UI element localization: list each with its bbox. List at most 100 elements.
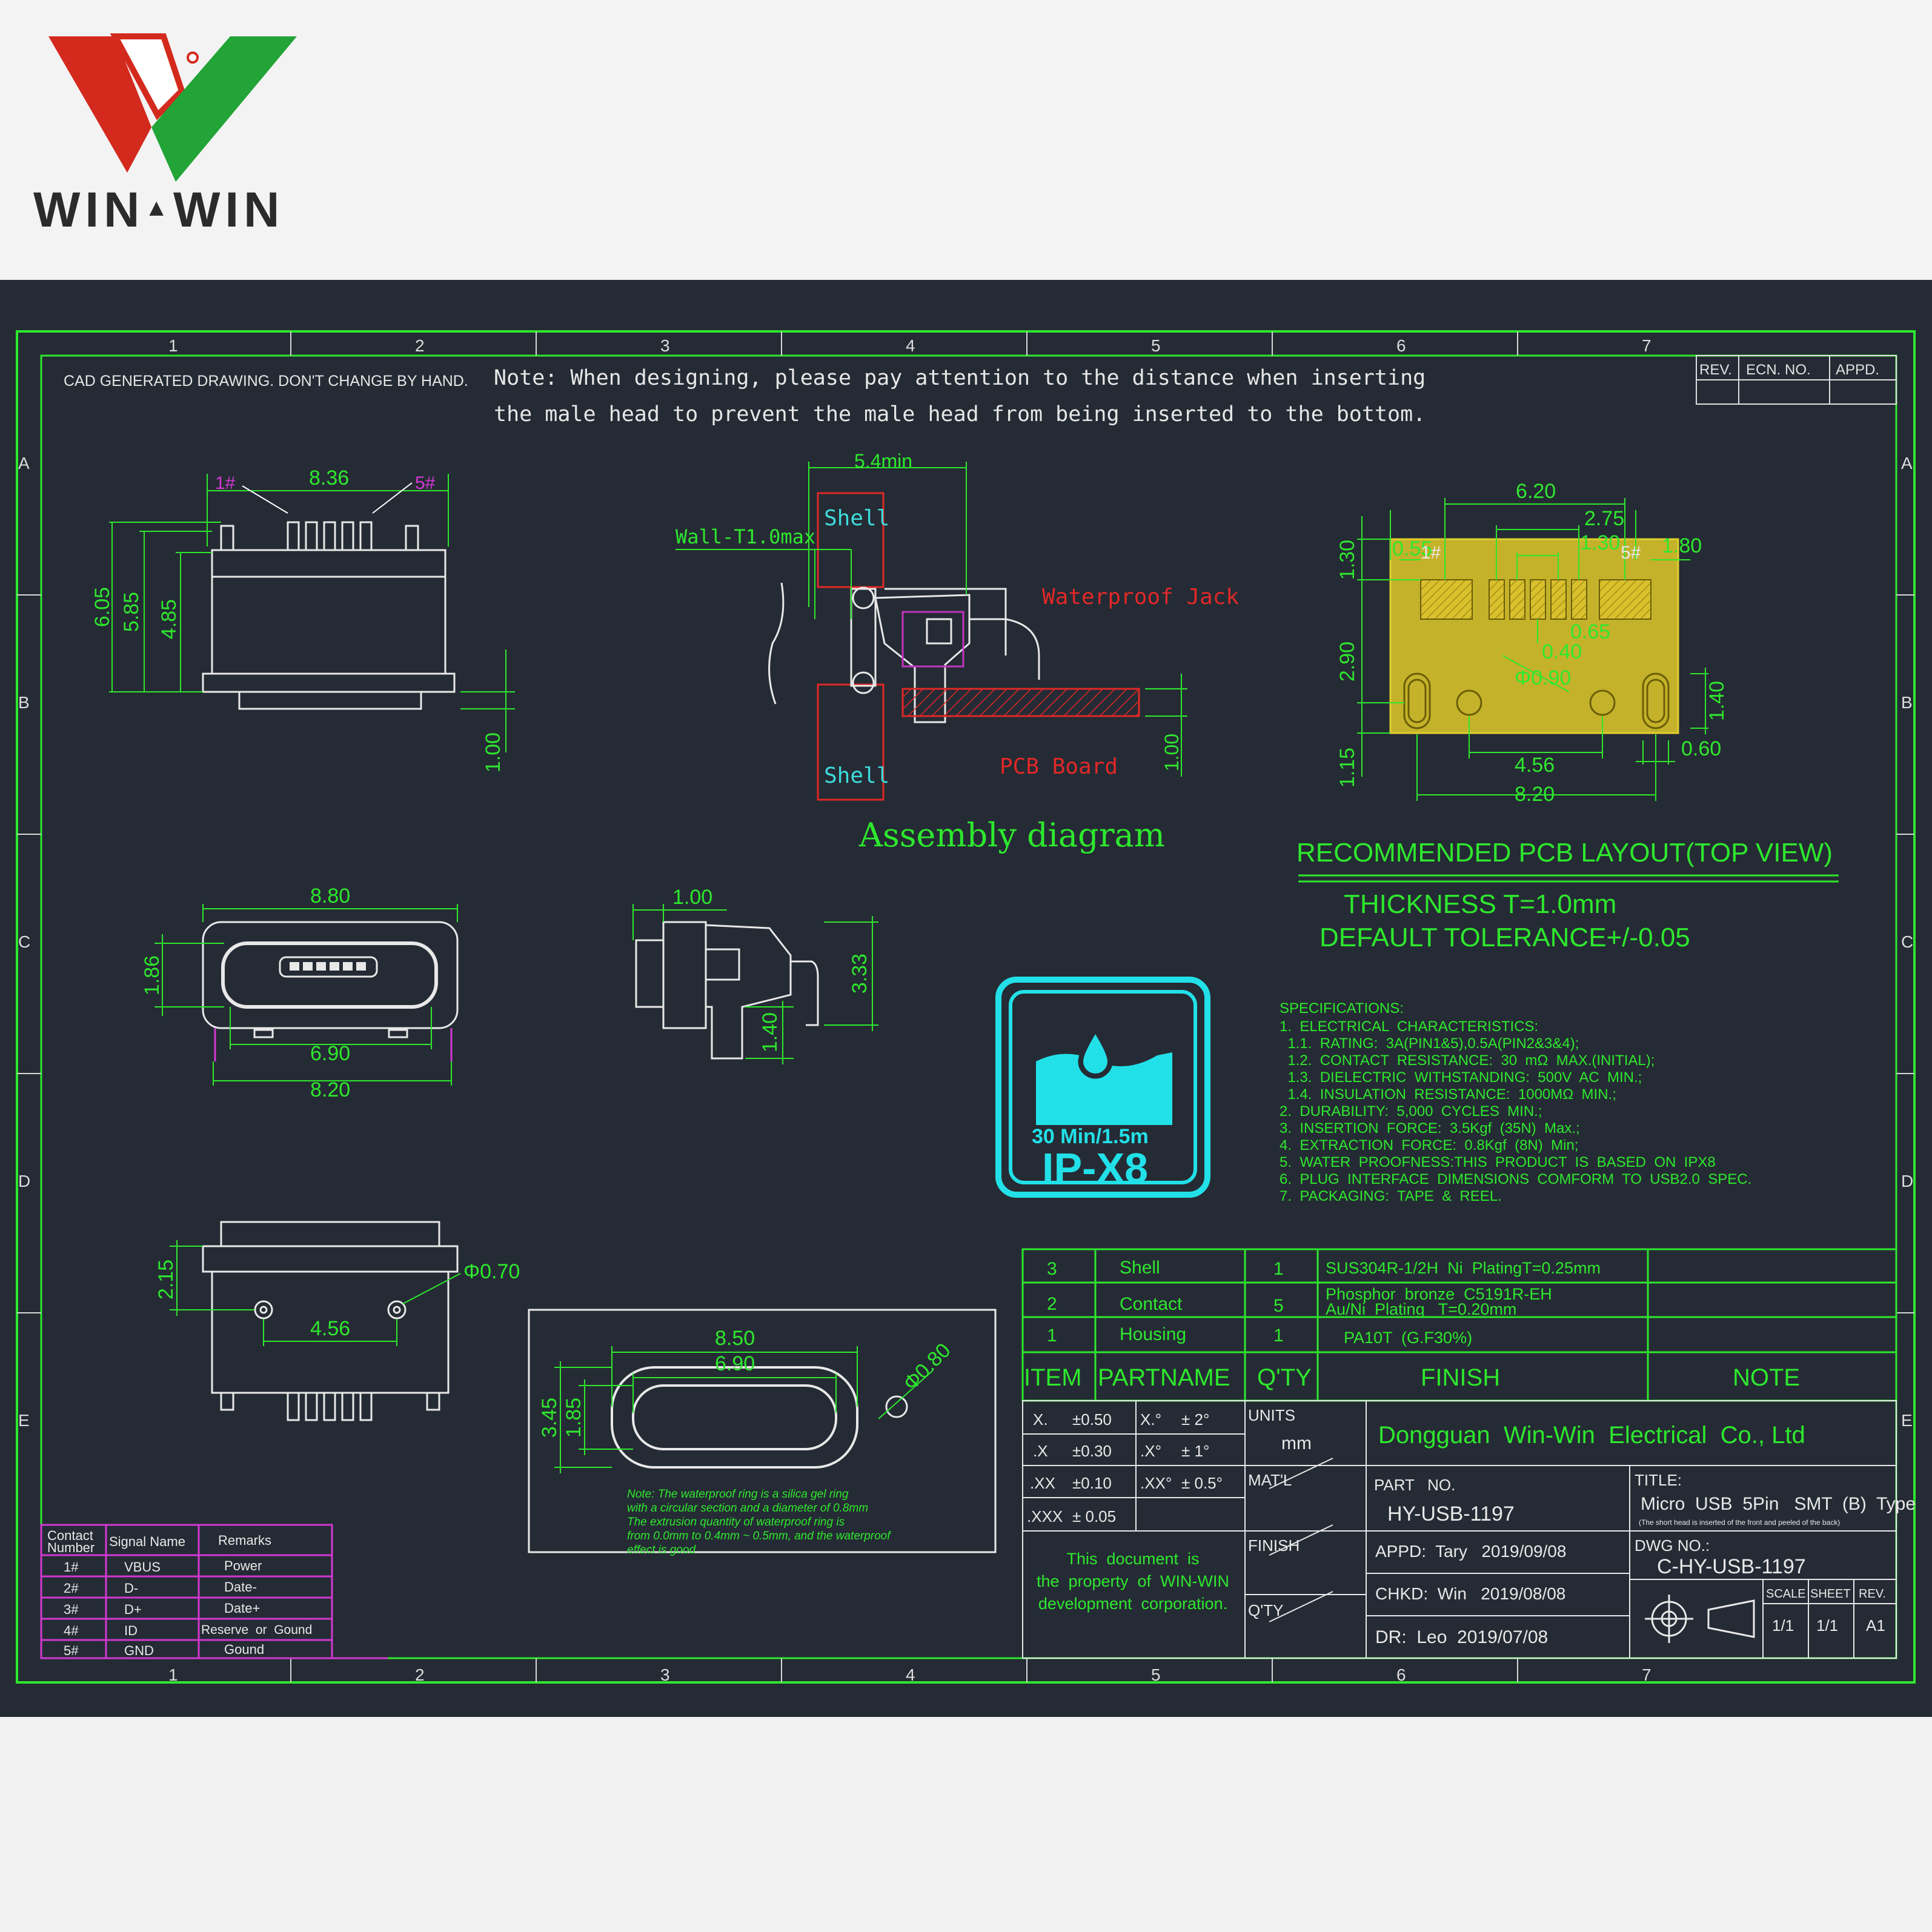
col-label-7-bottom: 7: [1642, 1665, 1651, 1684]
spec-line-3: 1.2. CONTACT RESISTANCE: 30 mΩ MAX.(INIT…: [1280, 1052, 1655, 1069]
pcb-pads: [1420, 579, 1651, 620]
design-note-line-2: the male head to prevent the male head f…: [494, 402, 1426, 427]
tolerance-note: DEFAULT TOLERANCE+/-0.05: [1320, 923, 1690, 952]
bottom-margin: [0, 1717, 1932, 1932]
spec-line-2: 1.1. RATING: 3A(PIN1&5),0.5A(PIN2&3&4);: [1280, 1035, 1579, 1052]
dim-130-h: 1.30: [1580, 531, 1620, 554]
dim-345: 3.45: [538, 1398, 561, 1438]
spec-line-7: 3. INSERTION FORCE: 3.5Kgf (35N) Max.;: [1280, 1120, 1580, 1137]
matl-label: MAT'L: [1248, 1471, 1292, 1489]
bom-header-qty: Q'TY: [1257, 1364, 1312, 1391]
dim-phi-070: Φ0.70: [463, 1260, 520, 1283]
grid-labels: 1 2 3 4 5 6 7 1 2 3 4 5 6 7 A B C D E A …: [18, 336, 1913, 1684]
col-label-6: 6: [1396, 336, 1406, 355]
projection-symbol-icon: [1645, 1595, 1755, 1643]
dim-100-side: 1.00: [672, 886, 712, 909]
dim-186: 1.86: [141, 955, 164, 995]
ring-view-drawing: 8.50 6.90 3.45 1.85 Φ0.80 Note: The wate…: [528, 1309, 997, 1556]
dim-485: 4.85: [158, 599, 181, 639]
pcb-board: [901, 688, 1140, 717]
dim-585: 5.85: [120, 592, 143, 632]
pin-number-3: 3#: [64, 1602, 79, 1617]
qty-label: Q'TY: [1248, 1601, 1283, 1619]
scale-value: 1/1: [1772, 1616, 1794, 1635]
pin-signal-3: D+: [124, 1602, 142, 1617]
spec-line-9: 5. WATER PROOFNESS:THIS PRODUCT IS BASED…: [1280, 1154, 1716, 1170]
col-label-5: 5: [1151, 336, 1161, 355]
ring-note-0: Note: The waterproof ring is a silica ge…: [627, 1488, 849, 1501]
top-view-drawing: [202, 521, 456, 710]
col-label-3: 3: [660, 336, 670, 355]
cad-note: CAD GENERATED DRAWING. DON'T CHANGE BY H…: [64, 373, 468, 390]
drawing-title: Micro USB 5Pin SMT (B) Type: [1641, 1494, 1916, 1514]
dim-100-top: 1.00: [482, 732, 505, 772]
title-block: X. ±0.50 X.° ± 2° .X ±0.30 .X° ± 1° .XX …: [1022, 1400, 1916, 1659]
dim-180: 1.80: [1662, 534, 1702, 557]
dim-140-side: 1.40: [759, 1012, 782, 1052]
tol-c-2: .XX°: [1140, 1474, 1172, 1492]
dim-836: 8.36: [309, 466, 349, 490]
outer-frame: [16, 330, 1916, 1684]
logo-red-stroke: [48, 36, 151, 173]
pin-signal-4: ID: [124, 1623, 138, 1638]
pin-signal-5: GND: [124, 1643, 154, 1658]
tol-c-1: .X°: [1140, 1442, 1161, 1460]
dim-690-ring: 6.90: [715, 1352, 755, 1375]
dim-140-pcb: 1.40: [1705, 681, 1728, 721]
top-view-leaders: [242, 482, 413, 514]
dim-115: 1.15: [1336, 748, 1359, 788]
logo-word-right: WIN: [173, 182, 285, 237]
pin-number-2: 2#: [64, 1581, 79, 1596]
col-label-4: 4: [906, 336, 915, 355]
property-line-2: development corporation.: [1038, 1595, 1227, 1613]
col-label-2-bottom: 2: [415, 1665, 425, 1684]
pin-number-1: 1#: [64, 1559, 79, 1575]
part-no-value: HY-USB-1197: [1387, 1502, 1515, 1525]
tol-b-0: ±0.50: [1072, 1410, 1112, 1429]
design-note-line-1: Note: When designing, please pay attenti…: [494, 366, 1426, 390]
units-label: UNITS: [1248, 1406, 1295, 1424]
dim-275: 2.75: [1584, 507, 1624, 530]
waterproof-jack-outline: [901, 611, 964, 668]
wall-label: Wall-T1.0max: [676, 525, 815, 548]
dwg-no-value: C-HY-USB-1197: [1657, 1555, 1806, 1578]
bottom-view-drawing: 2.15 Φ0.70 4.56: [154, 1221, 520, 1421]
win-win-logo-mark: [48, 33, 297, 182]
logo-triangle-icon: ▲: [144, 194, 173, 221]
pcb-layout-title: RECOMMENDED PCB LAYOUT(TOP VIEW): [1296, 838, 1833, 868]
dim-130-v: 1.30: [1336, 540, 1359, 580]
col-label-5-bottom: 5: [1151, 1665, 1161, 1684]
col-label-3-bottom: 3: [660, 1665, 670, 1684]
tol-b-3: ± 0.05: [1072, 1507, 1116, 1525]
logo-text: WIN▲WIN: [33, 182, 284, 239]
dim-060: 0.60: [1681, 737, 1721, 760]
tol-d-0: ± 2°: [1181, 1410, 1209, 1429]
col-label-1-bottom: 1: [168, 1665, 178, 1684]
chkd-line: CHKD: Win 2019/08/08: [1375, 1584, 1565, 1603]
dwg-no-label: DWG NO.:: [1635, 1536, 1710, 1555]
pin-1-label: 1#: [215, 473, 236, 493]
ring-note-2: The extrusion quantity of waterproof rin…: [627, 1516, 845, 1529]
bom-part-housing: Housing: [1120, 1324, 1186, 1344]
specifications: SPECIFICATIONS: 1. ELECTRICAL CHARACTERI…: [1280, 1000, 1751, 1204]
bom-part-shell: Shell: [1120, 1258, 1160, 1278]
logo-green-stroke: [151, 36, 297, 182]
property-line-1: the property of WIN-WIN: [1037, 1572, 1229, 1590]
tol-d-2: ± 0.5°: [1181, 1474, 1223, 1492]
grid-ticks: [17, 331, 1914, 1682]
col-label-4-bottom: 4: [906, 1665, 915, 1684]
dim-54min: 5.4min: [854, 450, 912, 472]
pin-remark-1: Power: [224, 1558, 262, 1573]
bom-header-part: PARTNAME: [1098, 1364, 1230, 1391]
drawing-panel: 1 2 3 4 5 6 7 1 2 3 4 5 6 7 A B C D E A …: [0, 280, 1932, 1717]
bom-finish-contact-2: Au/Ni Plating T=0.20mm: [1326, 1300, 1516, 1318]
pin-header-remarks: Remarks: [218, 1533, 271, 1548]
units-value: mm: [1281, 1433, 1312, 1453]
pin-number-5: 5#: [64, 1643, 79, 1658]
title-label: TITLE:: [1635, 1471, 1682, 1489]
pin-header-number: Number: [47, 1540, 95, 1555]
bom-finish-housing: PA10T (G.F30%): [1344, 1329, 1472, 1347]
spec-line-8: 4. EXTRACTION FORCE: 0.8Kgf (8N) Min;: [1280, 1137, 1578, 1154]
dim-065: 0.65: [1570, 620, 1610, 643]
pcb-holes: [1403, 672, 1670, 729]
